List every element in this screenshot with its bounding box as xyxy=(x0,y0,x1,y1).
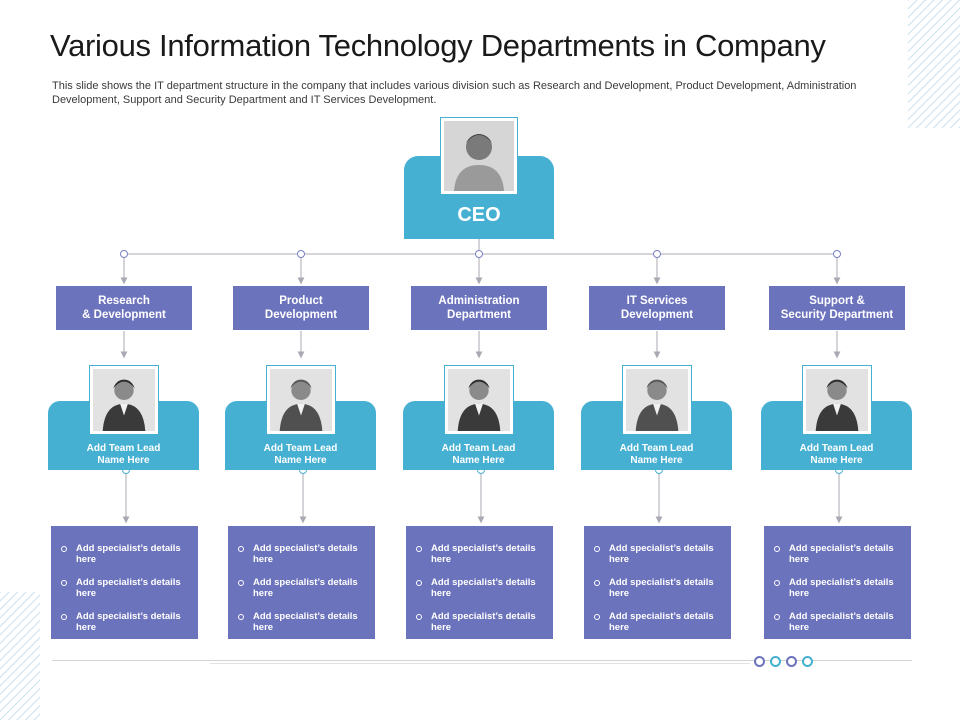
footer-dot xyxy=(786,656,797,667)
specialist-details: Add specialist’s details here xyxy=(253,543,358,565)
specialist-item: Add specialist’s details here xyxy=(774,543,903,577)
team-lead-name: Add Team Lead Name Here xyxy=(263,443,338,466)
connector-node xyxy=(120,250,128,258)
specialist-details: Add specialist’s details here xyxy=(789,543,894,565)
team-lead-photo xyxy=(89,365,159,435)
connector-node xyxy=(833,250,841,258)
bullet-icon xyxy=(594,580,600,586)
department-box: Research & Development xyxy=(56,286,192,330)
bullet-icon xyxy=(61,614,67,620)
specialist-details: Add specialist’s details here xyxy=(431,611,536,633)
bullet-icon xyxy=(416,614,422,620)
footer-divider-secondary xyxy=(210,663,750,664)
specialist-details: Add specialist’s details here xyxy=(431,577,536,599)
ceo-photo xyxy=(440,117,518,195)
slide-subtitle: This slide shows the IT department struc… xyxy=(52,80,857,106)
specialist-details: Add specialist’s details here xyxy=(431,543,536,565)
department-name: Product Development xyxy=(264,295,338,321)
specialist-details: Add specialist’s details here xyxy=(253,577,358,599)
footer-dot xyxy=(754,656,765,667)
team-lead-photo xyxy=(266,365,336,435)
specialist-item: Add specialist’s details here xyxy=(416,543,545,577)
connector-node xyxy=(297,250,305,258)
department-box: Support & Security Department xyxy=(769,286,905,330)
person-icon xyxy=(448,369,510,431)
bullet-icon xyxy=(416,580,422,586)
department-name: Administration Department xyxy=(438,295,520,321)
department-box: Administration Department xyxy=(411,286,547,330)
specialist-item: Add specialist’s details here xyxy=(594,543,723,577)
specialist-item: Add specialist’s details here xyxy=(238,577,367,611)
bullet-icon xyxy=(61,580,67,586)
specialist-details: Add specialist’s details here xyxy=(253,611,358,633)
person-icon xyxy=(270,369,332,431)
person-icon xyxy=(93,369,155,431)
specialist-item: Add specialist’s details here xyxy=(416,577,545,611)
slide-title: Various Information Technology Departmen… xyxy=(50,28,826,63)
specialist-details: Add specialist’s details here xyxy=(609,543,714,565)
decorative-hatch-top-right xyxy=(908,0,960,128)
person-icon xyxy=(626,369,688,431)
bullet-icon xyxy=(238,614,244,620)
person-icon xyxy=(806,369,868,431)
team-lead-box: Add Team Lead Name Here xyxy=(403,401,554,470)
department-name: IT Services Development xyxy=(620,295,694,321)
department-box: IT Services Development xyxy=(589,286,725,330)
footer-divider xyxy=(52,660,912,661)
specialist-details: Add specialist’s details here xyxy=(76,611,181,633)
department-name: Support & Security Department xyxy=(780,295,894,321)
footer-dot xyxy=(770,656,781,667)
team-lead-name: Add Team Lead Name Here xyxy=(799,443,874,466)
specialist-details: Add specialist’s details here xyxy=(789,577,894,599)
specialist-details: Add specialist’s details here xyxy=(789,611,894,633)
specialist-item: Add specialist’s details here xyxy=(416,611,545,645)
person-icon xyxy=(444,121,514,191)
specialist-item: Add specialist’s details here xyxy=(594,611,723,645)
department-box: Product Development xyxy=(233,286,369,330)
connector-node xyxy=(653,250,661,258)
bullet-icon xyxy=(238,580,244,586)
team-lead-name: Add Team Lead Name Here xyxy=(441,443,516,466)
bullet-icon xyxy=(774,546,780,552)
specialist-item: Add specialist’s details here xyxy=(238,611,367,645)
ceo-label: CEO xyxy=(457,204,501,226)
department-name: Research & Development xyxy=(82,295,166,321)
team-lead-photo xyxy=(444,365,514,435)
bullet-icon xyxy=(594,546,600,552)
specialist-details: Add specialist’s details here xyxy=(76,577,181,599)
specialist-details: Add specialist’s details here xyxy=(609,577,714,599)
bullet-icon xyxy=(61,546,67,552)
connector-node xyxy=(475,250,483,258)
specialist-item: Add specialist’s details here xyxy=(61,577,190,611)
specialist-item: Add specialist’s details here xyxy=(594,577,723,611)
specialist-details: Add specialist’s details here xyxy=(609,611,714,633)
specialist-item: Add specialist’s details here xyxy=(774,611,903,645)
bullet-icon xyxy=(774,614,780,620)
bullet-icon xyxy=(594,614,600,620)
decorative-hatch-bottom-left xyxy=(0,592,40,720)
specialist-details: Add specialist’s details here xyxy=(76,543,181,565)
bullet-icon xyxy=(416,546,422,552)
team-lead-photo xyxy=(802,365,872,435)
specialist-item: Add specialist’s details here xyxy=(774,577,903,611)
specialist-item: Add specialist’s details here xyxy=(238,543,367,577)
team-lead-name: Add Team Lead Name Here xyxy=(86,443,161,466)
specialist-item: Add specialist’s details here xyxy=(61,611,190,645)
team-lead-photo xyxy=(622,365,692,435)
specialist-item: Add specialist’s details here xyxy=(61,543,190,577)
bullet-icon xyxy=(238,546,244,552)
footer-dot xyxy=(802,656,813,667)
bullet-icon xyxy=(774,580,780,586)
team-lead-name: Add Team Lead Name Here xyxy=(619,443,694,466)
